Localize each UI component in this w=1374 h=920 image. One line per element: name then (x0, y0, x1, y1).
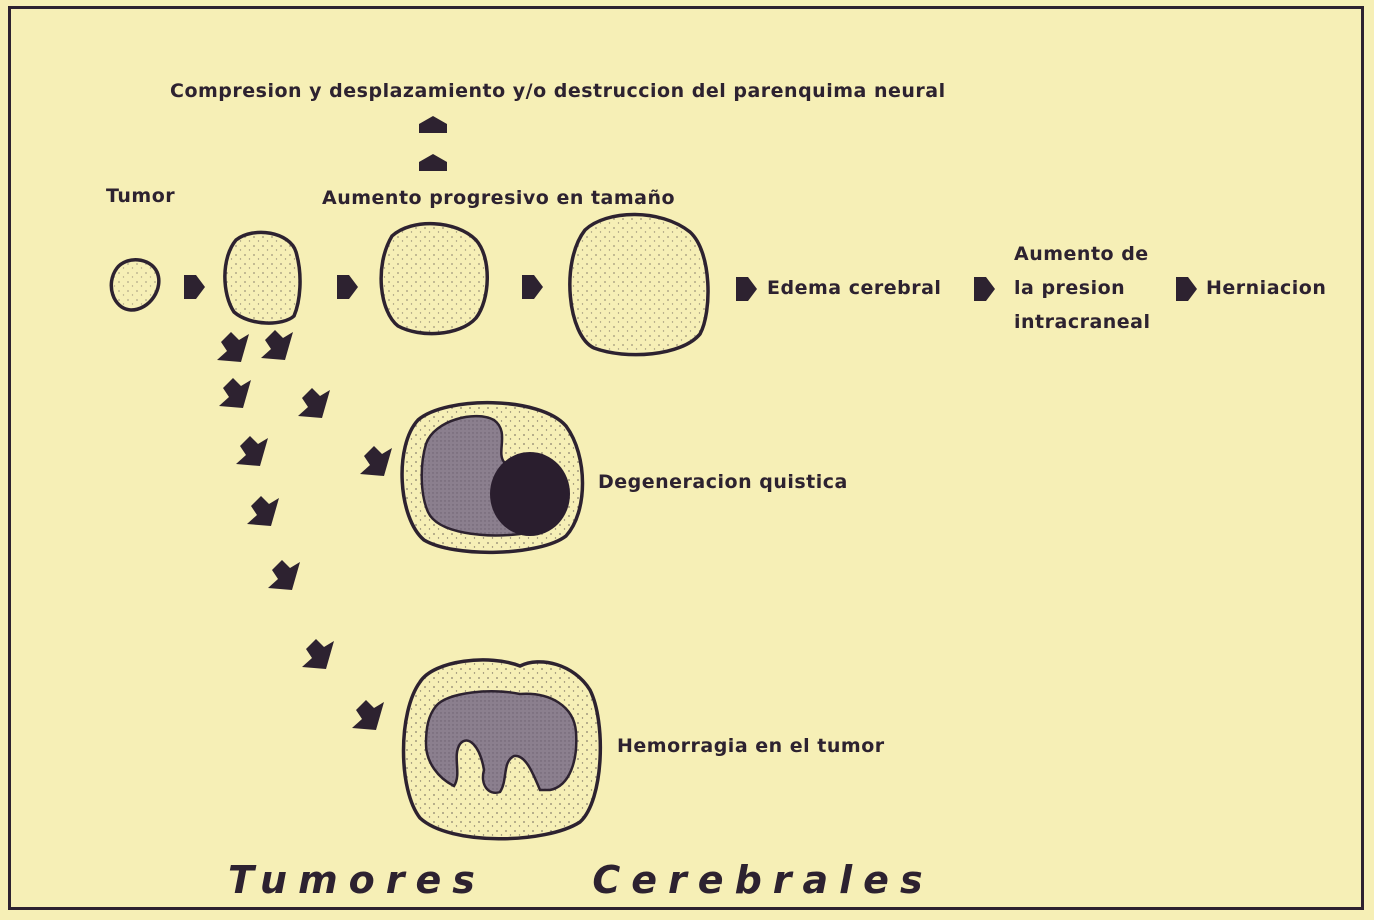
arrow-diag-3 (219, 378, 251, 408)
arrow-diag-8 (268, 560, 300, 590)
arrow-right-3 (522, 275, 543, 299)
hemorrhage-label: Hemorragia en el tumor (617, 730, 885, 763)
title-word-2: Cerebrales (592, 858, 933, 902)
arrow-right-6 (1176, 277, 1197, 301)
growth-label: Aumento progresivo en tamaño (322, 182, 675, 215)
tumor-stage-3 (381, 224, 487, 334)
arrow-right-4 (736, 277, 757, 301)
tumor-cystic (402, 403, 582, 553)
compression-label: Compresion y desplazamiento y/o destrucc… (170, 75, 946, 108)
arrow-diag-10 (352, 700, 384, 730)
pressure-label-line-3: intracraneal (1014, 306, 1151, 339)
pressure-label-line-1: Aumento de (1014, 238, 1149, 271)
arrow-up-1 (419, 116, 447, 133)
tumor-label: Tumor (106, 180, 175, 213)
arrow-diag-5 (236, 436, 268, 466)
arrow-diag-1 (217, 332, 249, 362)
arrow-diag-2 (261, 330, 293, 360)
arrow-up-2 (419, 154, 447, 171)
tumor-small (111, 260, 159, 310)
arrow-right-2 (337, 275, 358, 299)
arrow-diag-6 (360, 446, 392, 476)
tumor-hemorrhage (404, 660, 601, 839)
arrow-diag-7 (247, 496, 279, 526)
cystic-degeneration-label: Degeneracion quistica (598, 466, 848, 499)
page-title: Tumores Cerebrales (228, 858, 934, 902)
pressure-label-line-2: la presion (1014, 272, 1125, 305)
arrow-diag-4 (298, 388, 330, 418)
title-word-1: Tumores (228, 858, 486, 902)
tumor-stage-4 (570, 215, 708, 355)
edema-label: Edema cerebral (767, 272, 941, 305)
arrow-diag-9 (302, 639, 334, 669)
arrow-right-1 (184, 275, 205, 299)
herniation-label: Herniacion (1206, 272, 1326, 305)
tumor-stage-2 (225, 232, 300, 323)
arrow-right-5 (974, 277, 995, 301)
